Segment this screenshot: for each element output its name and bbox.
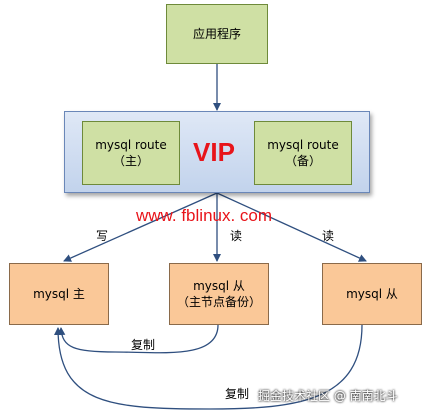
- vip-label: VIP: [193, 137, 235, 167]
- edge-label-read-right: 读: [322, 229, 335, 243]
- arrow-replicate-right: [54, 324, 363, 410]
- mysql-slave-backup-node: mysql 从 （主节点备份）: [169, 263, 269, 325]
- site-annotation: www. fblinux. com: [136, 206, 273, 225]
- application-node: 应用程序: [166, 4, 268, 64]
- arrow-replicate-center: [57, 324, 219, 354]
- mysql-slave-node: mysql 从: [322, 263, 422, 325]
- edge-label-replicate-1: 复制: [131, 338, 156, 352]
- route-backup-node: mysql route （备）: [254, 121, 352, 185]
- edge-label-write: 写: [96, 229, 109, 243]
- edge-label-read-center: 读: [230, 229, 243, 243]
- watermark: 掘金技术社区 @ 南南北斗: [258, 389, 398, 403]
- arrow-read-right: [216, 192, 367, 262]
- route-master-node: mysql route （主）: [82, 121, 180, 185]
- edge-label-replicate-2: 复制: [225, 387, 250, 401]
- arrow-write: [63, 192, 218, 262]
- mysql-master-node: mysql 主: [9, 263, 109, 325]
